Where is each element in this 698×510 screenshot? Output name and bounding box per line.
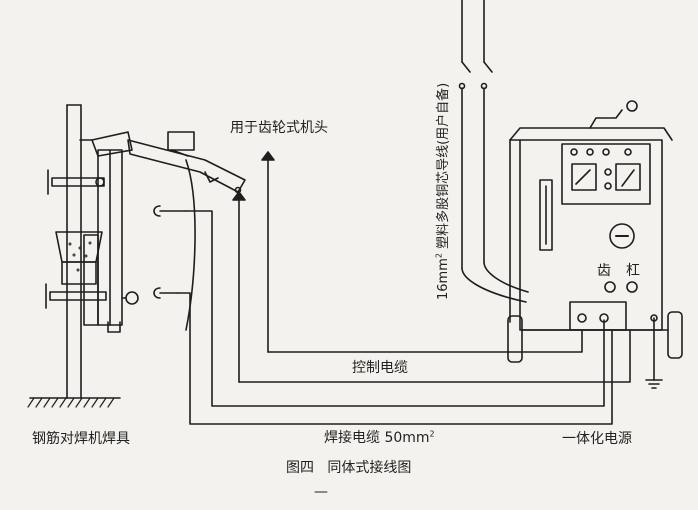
label-weld-cable: 焊接电缆 50mm2 — [324, 427, 435, 447]
label-wire-size-sup: 2 — [434, 253, 444, 259]
label-terminal-gear: 齿 — [597, 263, 611, 279]
control-plugs — [232, 151, 275, 383]
mains-input — [458, 0, 529, 303]
label-terminal-bar: 杠 — [626, 263, 640, 279]
figure-caption: 图四 同体式接线图 — [286, 457, 411, 477]
gear-motor-head — [127, 131, 246, 331]
page-mark: — — [314, 484, 328, 500]
label-wire-size: 16mm — [436, 258, 451, 300]
label-wire-desc: 塑料多股铜芯导线(用户自备) — [436, 82, 451, 249]
caption-title: 同体式接线图 — [327, 460, 412, 476]
label-weld-cable-sup: 2 — [429, 429, 435, 439]
power-supply-unit — [507, 100, 683, 389]
label-input-wire: 16mm2 塑料多股铜芯导线(用户自备) — [432, 83, 451, 300]
label-weld-cable-text: 焊接电缆 50mm — [324, 430, 430, 446]
cables — [177, 210, 631, 425]
label-welding-fixture: 钢筋对焊机焊具 — [32, 431, 130, 447]
welding-fixture — [27, 104, 139, 408]
cable-clamps — [153, 205, 187, 299]
caption-fig-number: 图四 — [286, 460, 314, 476]
label-control-cable: 控制电缆 — [352, 360, 408, 376]
label-power-unit: 一体化电源 — [562, 431, 632, 447]
label-gear-head: 用于齿轮式机头 — [230, 120, 328, 136]
